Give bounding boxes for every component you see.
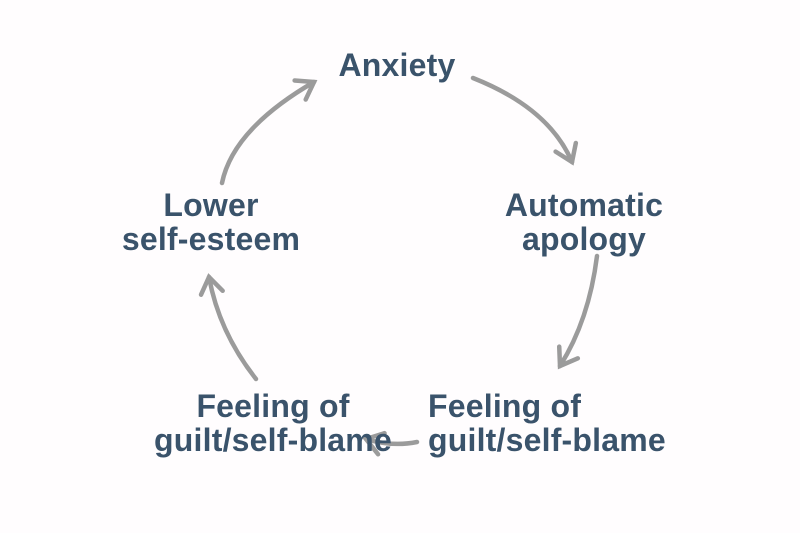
arrow-automatic-apology-to-feeling-guilt-right xyxy=(556,253,600,370)
node-automatic-apology: Automatic apology xyxy=(504,187,664,257)
arrow-lower-self-esteem-to-anxiety xyxy=(219,78,318,186)
arrow-anxiety-to-automatic-apology xyxy=(470,75,579,166)
node-feeling-guilt-left: Feeling of guilt/self-blame xyxy=(154,388,392,458)
node-anxiety: Anxiety xyxy=(338,47,456,83)
arrow-feeling-guilt-left-to-lower-self-esteem xyxy=(198,273,259,382)
node-feeling-guilt-right: Feeling of guilt/self-blame xyxy=(428,388,666,458)
node-lower-self-esteem: Lower self-esteem xyxy=(121,187,301,257)
arrow-feeling-guilt-right-to-feeling-guilt-left xyxy=(362,430,420,457)
